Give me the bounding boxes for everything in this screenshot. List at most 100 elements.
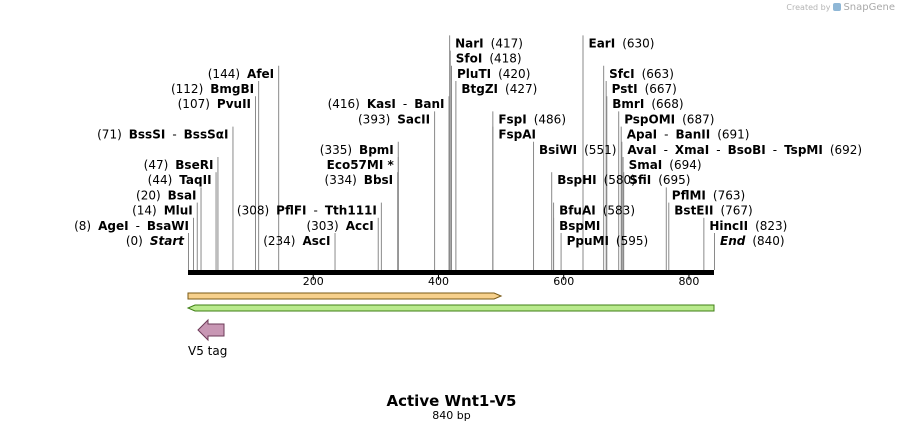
name-separator: -: [136, 219, 140, 233]
ruler-tick-label: 400: [428, 275, 449, 288]
site-coordinate: (8): [74, 219, 91, 233]
ruler-tick-label: 200: [303, 275, 324, 288]
enzyme-name: SfoI: [456, 52, 483, 66]
site-coordinate: (595): [616, 234, 648, 248]
name-separator: -: [773, 143, 777, 157]
site-coordinate: (20): [136, 188, 161, 202]
site-coordinate: (692): [830, 143, 862, 157]
enzyme-name: MluI: [164, 204, 193, 218]
site-coordinate: (308): [237, 204, 269, 218]
enzyme-name: AgeI: [98, 219, 128, 233]
enzyme-name: BfuAI: [559, 204, 596, 218]
site-coordinate: (551): [584, 143, 616, 157]
site-coordinate: (840): [752, 234, 784, 248]
site-coordinate: (420): [498, 67, 530, 81]
site-coordinate: (335): [320, 143, 352, 157]
enzyme-name: BanI: [414, 97, 444, 111]
feature-forward-arrow: [187, 292, 503, 300]
enzyme-name: AscI: [303, 234, 331, 248]
site-coordinate: (303): [306, 219, 338, 233]
site-coordinate: (486): [534, 112, 566, 126]
enzyme-name: PvuII: [217, 97, 251, 111]
site-coordinate: (44): [148, 173, 173, 187]
site-coordinate: (763): [713, 188, 745, 202]
enzyme-name: Start: [150, 234, 185, 248]
enzyme-name: BsiWI: [539, 143, 577, 157]
enzyme-name: PluTI: [457, 67, 491, 81]
map-length: 840 bp: [432, 409, 471, 422]
name-separator: -: [172, 128, 176, 142]
site-coordinate: (668): [651, 97, 683, 111]
enzyme-name: BmrI: [612, 97, 644, 111]
enzyme-name: End: [720, 234, 746, 248]
ruler-tick-label: 800: [678, 275, 699, 288]
enzyme-name: BstEII: [674, 204, 713, 218]
enzyme-name: KasI: [367, 97, 396, 111]
enzyme-name: BsoBI: [728, 143, 766, 157]
enzyme-name: BspMI: [559, 219, 600, 233]
site-coordinate: (107): [178, 97, 210, 111]
enzyme-name: AfeI: [247, 67, 274, 81]
site-coordinate: (334): [325, 173, 357, 187]
site-coordinate: (144): [208, 67, 240, 81]
enzyme-name: SmaI: [629, 158, 663, 172]
enzyme-name: BpmI: [359, 143, 394, 157]
enzyme-name: PflFI: [276, 204, 306, 218]
enzyme-name: TaqII: [179, 173, 211, 187]
feature-label-v5-tag: V5 tag: [188, 344, 228, 358]
site-coordinate: (667): [645, 82, 677, 96]
sequence-bar: [188, 270, 714, 275]
enzyme-name: PpuMI: [567, 234, 609, 248]
enzyme-name: AvaI: [627, 143, 656, 157]
site-coordinate: (694): [669, 158, 701, 172]
site-coordinate: (695): [658, 173, 690, 187]
name-separator: -: [403, 97, 407, 111]
enzyme-name: EarI: [589, 36, 616, 50]
enzyme-name: BmgBI: [210, 82, 254, 96]
enzyme-name: BseRI: [175, 158, 213, 172]
feature-v5-tag-arrow: [197, 318, 225, 342]
enzyme-name: AccI: [346, 219, 374, 233]
feature-track: [186, 292, 715, 342]
ruler-tick-label: 600: [553, 275, 574, 288]
enzyme-name: Tth111I: [325, 204, 377, 218]
credit-prefix: Created by: [786, 3, 831, 12]
site-coordinate: (417): [491, 36, 523, 50]
enzyme-name: BssSαI: [184, 128, 229, 142]
name-separator: -: [716, 143, 720, 157]
enzyme-name: PstI: [612, 82, 638, 96]
enzyme-name: BsaI: [168, 188, 197, 202]
enzyme-labels: (0)Start(8)AgeI-BsaWI(14)MluI(20)BsaI(44…: [74, 36, 862, 248]
enzyme-name: FspI: [498, 112, 526, 126]
enzyme-name: BanII: [675, 128, 710, 142]
name-separator: -: [664, 143, 668, 157]
feature-reverse-arrow: [186, 304, 715, 312]
name-separator: -: [664, 128, 668, 142]
snapgene-logo-icon: [833, 3, 842, 11]
enzyme-name: Eco57MI *: [327, 158, 395, 172]
site-coordinate: (0): [126, 234, 143, 248]
credit-brand: SnapGene: [843, 2, 895, 13]
site-coordinate: (427): [505, 82, 537, 96]
enzyme-name: BsaWI: [147, 219, 189, 233]
site-coordinate: (393): [358, 112, 390, 126]
enzyme-name: SfiI: [629, 173, 651, 187]
enzyme-name: SfcI: [609, 67, 634, 81]
site-coordinate: (691): [717, 128, 749, 142]
enzyme-name: HincII: [709, 219, 748, 233]
enzyme-name: PflMI: [672, 188, 706, 202]
site-coordinate: (767): [720, 204, 752, 218]
name-separator: -: [314, 204, 318, 218]
site-coordinate: (416): [328, 97, 360, 111]
enzyme-name: ApaI: [627, 128, 657, 142]
site-coordinate: (580): [604, 173, 636, 187]
site-coordinate: (14): [132, 204, 157, 218]
enzyme-name: SacII: [397, 112, 430, 126]
site-coordinate: (823): [755, 219, 787, 233]
site-coordinate: (687): [682, 112, 714, 126]
enzyme-name: NarI: [455, 36, 484, 50]
site-coordinate: (418): [489, 52, 521, 66]
site-coordinate: (47): [144, 158, 169, 172]
enzyme-name: TspMI: [784, 143, 823, 157]
